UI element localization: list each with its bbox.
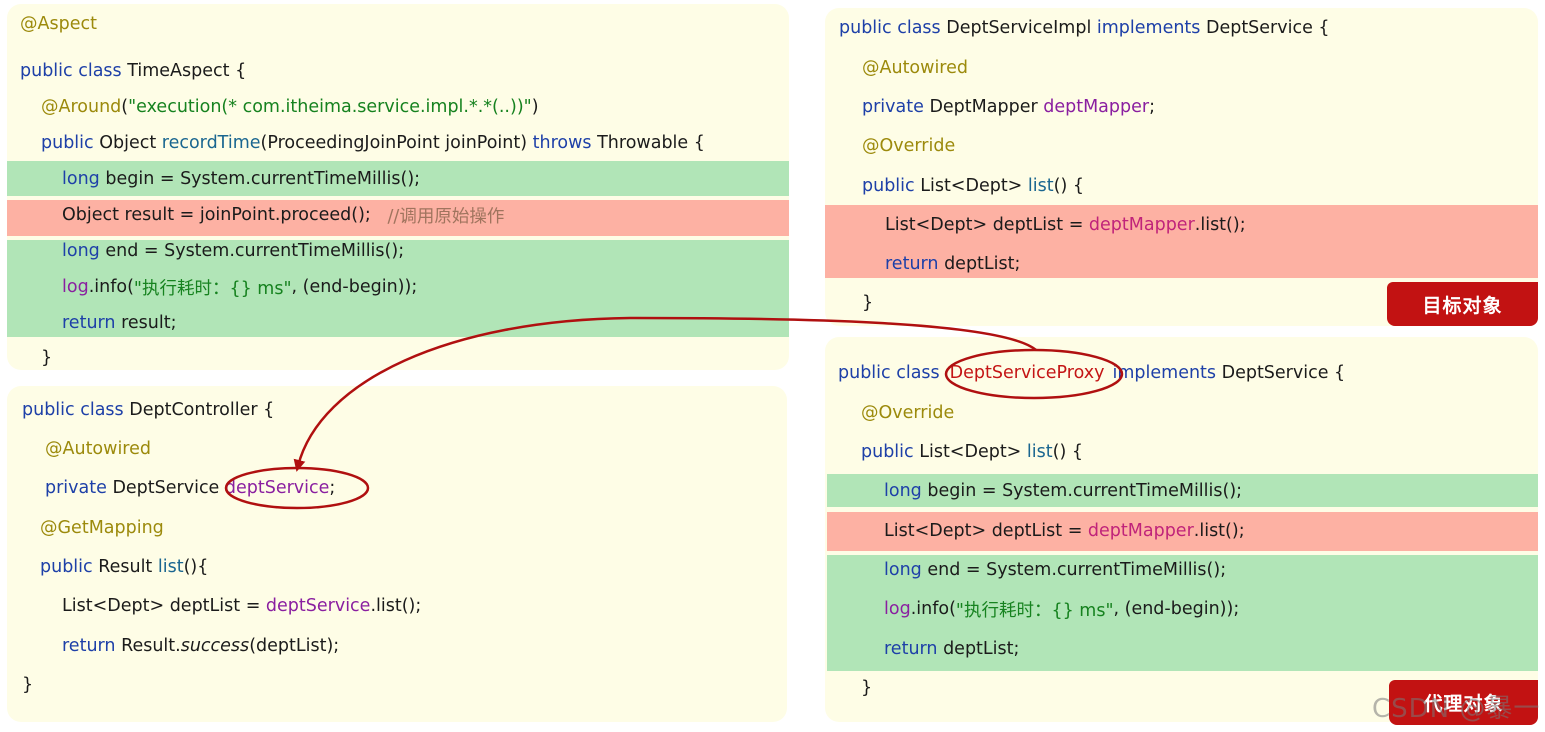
controller-line-class: public class DeptController { [22, 400, 275, 420]
aspect-line-class: public class TimeAspect { [20, 61, 247, 81]
aspect-line-around: @Around("execution(* com.itheima.service… [41, 97, 539, 117]
proxy-line-begin: long begin = System.currentTimeMillis(); [884, 481, 1243, 501]
aspect-line-proceed: Object result = joinPoint.proceed(); //调… [62, 205, 505, 227]
controller-code-panel: public class DeptController { @Autowired… [7, 386, 787, 722]
proxy-line-close: } [861, 678, 873, 698]
controller-line-autowired: @Autowired [45, 439, 151, 459]
proxy-line-return: return deptList; [884, 639, 1020, 659]
proxy-call-highlight [827, 512, 1538, 551]
controller-line-getmapping: @GetMapping [40, 518, 164, 538]
proxy-object-tag: 代理对象 [1389, 680, 1538, 725]
impl-line-override: @Override [862, 136, 956, 156]
proxy-class-name: DeptServiceProxy [949, 363, 1105, 383]
deptservice-field-ellipse [224, 466, 370, 510]
proxy-before-highlight [827, 474, 1538, 507]
aspect-before-highlight [7, 161, 789, 196]
target-object-tag: 目标对象 [1387, 282, 1538, 326]
proxy-line-override: @Override [861, 403, 955, 423]
impl-line-field: private DeptMapper deptMapper; [862, 97, 1155, 117]
impl-code-panel: public class DeptServiceImpl implements … [825, 8, 1538, 326]
impl-body-highlight [825, 205, 1538, 278]
proxy-line-log: log.info("执行耗时：{} ms", (end-begin)); [884, 599, 1240, 621]
impl-line-call: List<Dept> deptList = deptMapper.list(); [885, 215, 1246, 235]
proxy-line-method: public List<Dept> list() { [861, 442, 1083, 462]
aspect-line-begin: long begin = System.currentTimeMillis(); [62, 169, 421, 189]
impl-line-method: public List<Dept> list() { [862, 176, 1084, 196]
controller-line-field: private DeptService deptService; [45, 478, 336, 498]
controller-line-method: public Result list(){ [40, 557, 209, 577]
aspect-line-close: } [41, 348, 53, 368]
aspect-line-return: return result; [62, 313, 177, 333]
aspect-line-end: long end = System.currentTimeMillis(); [62, 241, 405, 261]
proxy-name-ellipse [944, 348, 1124, 400]
impl-line-close: } [862, 293, 874, 313]
proxy-after-highlight [827, 555, 1538, 671]
proxy-line-end: long end = System.currentTimeMillis(); [884, 560, 1227, 580]
proxy-line-call: List<Dept> deptList = deptMapper.list(); [884, 521, 1245, 541]
controller-line-close: } [22, 675, 34, 695]
aspect-proceed-highlight [7, 200, 789, 236]
injection-arrow [293, 316, 1037, 472]
aspect-line-annotation: @Aspect [20, 14, 97, 34]
watermark: CSDN @暴一 [1372, 694, 1541, 724]
controller-line-return: return Result.success(deptList); [62, 636, 340, 656]
aspect-line-method: public Object recordTime(ProceedingJoinP… [41, 133, 705, 153]
impl-line-return: return deptList; [885, 254, 1021, 274]
impl-line-autowired: @Autowired [862, 58, 968, 78]
aspect-line-log: log.info("执行耗时：{} ms", (end-begin)); [62, 277, 418, 299]
aspect-after-highlight [7, 240, 789, 337]
controller-line-call: List<Dept> deptList = deptService.list()… [62, 596, 422, 616]
aspect-code-panel: @Aspect public class TimeAspect { @Aroun… [7, 4, 789, 370]
impl-line-class: public class DeptServiceImpl implements … [839, 18, 1330, 38]
